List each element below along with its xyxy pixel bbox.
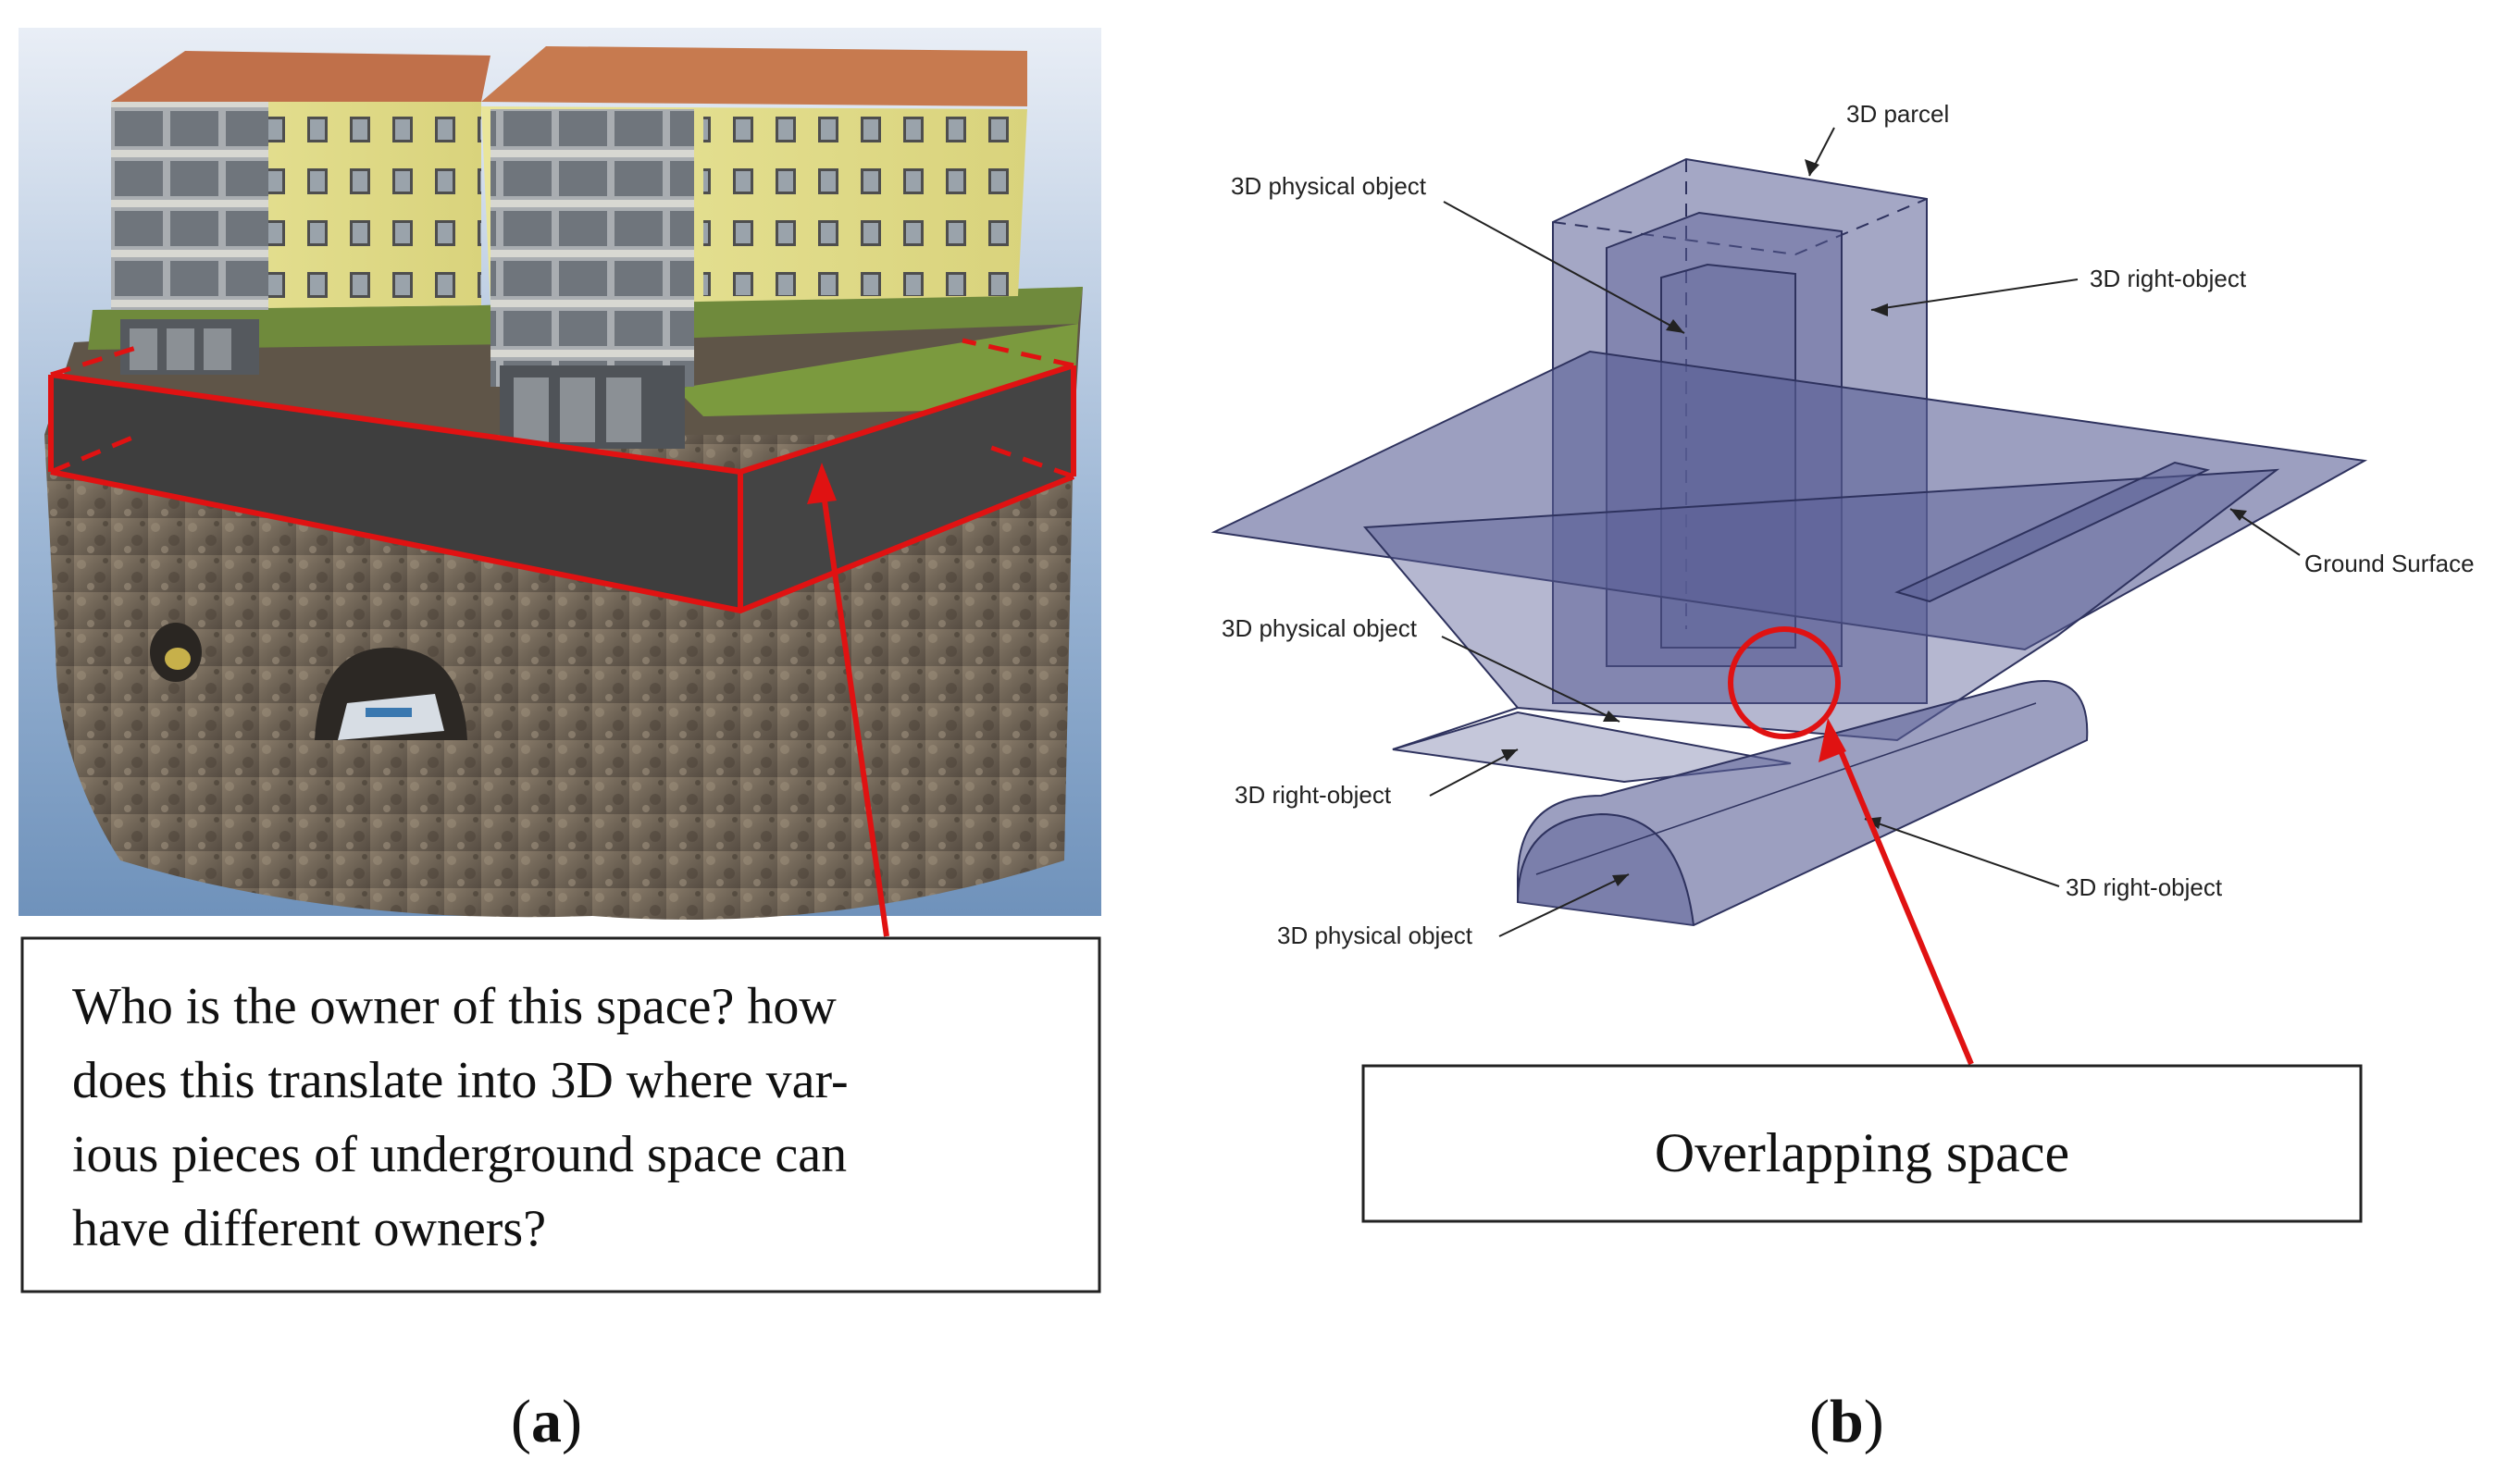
label-3d-physical-object-middle: 3D physical object <box>1222 614 1418 642</box>
ramp-volume <box>1894 461 2211 603</box>
arrow-to-overlap <box>1819 718 1974 1066</box>
tunnels <box>150 623 467 740</box>
arrow-to-slab <box>807 463 889 937</box>
question-line-3: ious pieces of underground space can <box>72 1126 847 1183</box>
question-line-2: does this translate into 3D where var- <box>72 1052 849 1109</box>
overlap-highlight-circle <box>1728 626 1841 739</box>
label-3d-right-object-bottom: 3D right-object <box>2066 873 2223 901</box>
slab-right <box>740 365 1074 611</box>
leader-lines <box>1429 127 2301 937</box>
label-3d-physical-object-top: 3D physical object <box>1231 172 1427 200</box>
overlap-box <box>1361 1064 2363 1223</box>
slab-front <box>51 375 740 611</box>
overlap-text: Overlapping space <box>1655 1122 2069 1183</box>
label-3d-parcel: 3D parcel <box>1846 100 1949 128</box>
3d-volumes <box>1210 157 2368 927</box>
question-line-4: have different owners? <box>72 1200 546 1257</box>
question-line-1: Who is the owner of this space? how <box>72 978 837 1035</box>
label-3d-right-object-top: 3D right-object <box>2090 265 2247 292</box>
left-building <box>111 51 490 375</box>
question-box <box>20 936 1101 1293</box>
panel-a-label: (a) <box>511 1388 582 1455</box>
label-3d-right-object-middle: 3D right-object <box>1235 781 1392 809</box>
panel-a: Who is the owner of this space? how does… <box>19 28 1101 1455</box>
panel-b: 3D parcel 3D physical object 3D right-ob… <box>1210 100 2475 1455</box>
right-building <box>481 46 1027 449</box>
highlighted-underground-slab <box>48 338 1076 614</box>
panel-b-label: (b) <box>1809 1388 1884 1455</box>
slab-outline <box>48 363 1076 614</box>
slab-hidden-edges <box>50 338 1074 479</box>
label-3d-physical-object-bottom: 3D physical object <box>1277 922 1473 949</box>
label-ground-surface: Ground Surface <box>2304 550 2475 577</box>
